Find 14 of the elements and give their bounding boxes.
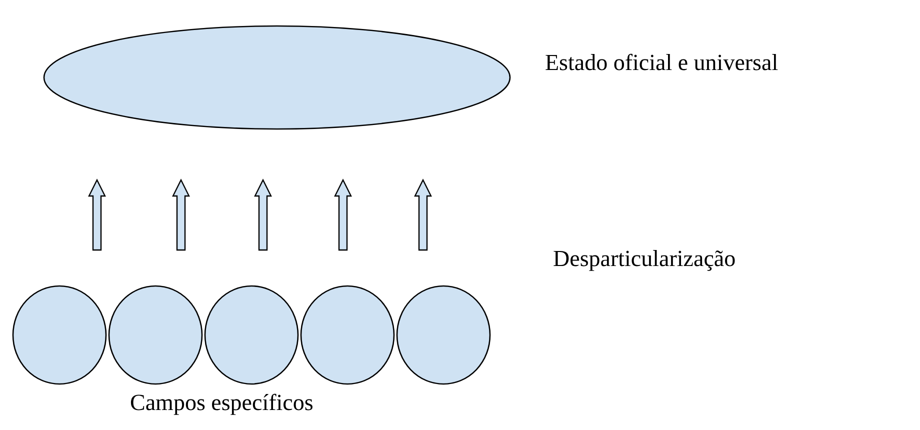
ellipse-shape — [12, 285, 107, 385]
caption-text: Estado oficial e universal — [545, 50, 778, 76]
ellipse-shape — [204, 285, 299, 385]
ellipse-shape — [108, 285, 203, 385]
block-arrow — [254, 178, 272, 251]
caption-text: Campos específicos — [130, 390, 314, 416]
ellipse-shape — [396, 285, 491, 385]
block-arrow — [414, 178, 432, 251]
ellipse-shape — [300, 285, 395, 385]
block-arrow — [334, 178, 352, 251]
caption-text: Desparticularização — [553, 246, 736, 272]
block-arrow — [88, 178, 106, 251]
ellipse-shape — [43, 25, 511, 130]
block-arrow — [172, 178, 190, 251]
